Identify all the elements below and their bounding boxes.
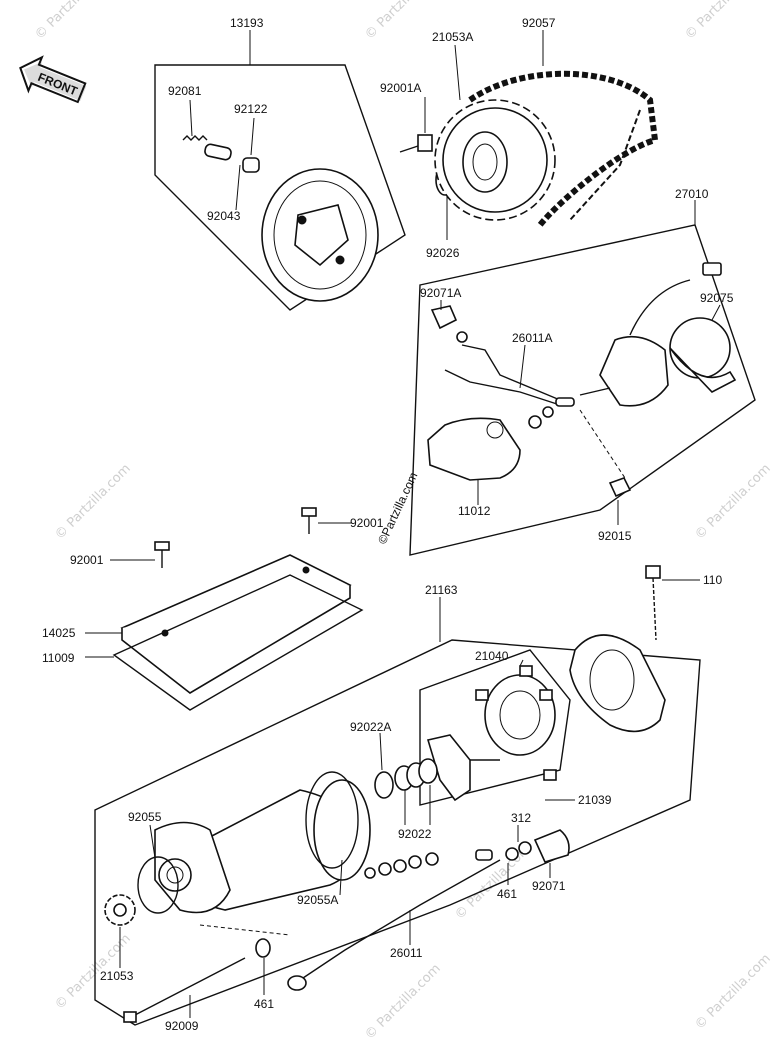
part-label: 21039: [578, 793, 612, 807]
part-label: 461: [254, 997, 274, 1011]
part-label: 92001: [350, 516, 384, 530]
bolt-110: [645, 565, 661, 641]
starter-motor-group: [94, 565, 701, 1026]
watermark-layer: © Partzilla.com © Partzilla.com © Partzi…: [32, 0, 774, 1043]
starter-motor-body: [154, 779, 371, 914]
part-label: 92075: [700, 291, 734, 305]
chain-92057: [468, 70, 659, 227]
brush-holder-21039: [426, 734, 500, 802]
watermark: © Partzilla.com: [52, 461, 134, 543]
part-label: 27010: [675, 187, 709, 201]
part-label: 14025: [42, 626, 76, 640]
watermark-center: ©Partzilla.com: [375, 470, 420, 546]
watermark: © Partzilla.com: [692, 461, 774, 543]
spring-92081: [182, 135, 208, 141]
part-label: 26011A: [512, 331, 552, 345]
part-label: 92055A: [297, 893, 338, 907]
part-label: 461: [497, 887, 517, 901]
part-label: 92001A: [380, 81, 421, 95]
part-label: 92122: [234, 102, 268, 116]
part-label: 21053A: [432, 30, 473, 44]
pinion-21053: [104, 894, 136, 926]
part-label: 92055: [128, 810, 162, 824]
part-label: 11012: [458, 504, 491, 518]
terminal-nuts: [364, 852, 439, 879]
part-label: 92026: [426, 246, 460, 260]
part-label: 26011: [390, 946, 423, 960]
starter-relay-group: [409, 200, 756, 556]
part-label: 92015: [598, 529, 632, 543]
starter-relay: [579, 262, 722, 407]
part-label: 11009: [42, 651, 75, 665]
part-label: 110: [703, 573, 722, 587]
part-label: 92009: [165, 1019, 199, 1033]
part-label: 21053: [100, 969, 134, 983]
part-label: 92071: [532, 879, 566, 893]
front-arrow-icon: FRONT: [19, 55, 87, 104]
watermark: © Partzilla.com: [32, 0, 114, 43]
part-label: 13193: [230, 16, 264, 30]
lead-26011: [287, 849, 501, 991]
end-cover: [569, 634, 666, 733]
sprocket-21053A: [434, 99, 556, 221]
part-label: 92001: [70, 553, 104, 567]
washer: [374, 771, 394, 799]
part-labels: 13193 92081 92122 92043 21053A 92057 920…: [42, 16, 734, 1033]
part-label: 92071A: [420, 286, 461, 300]
cover-gasket-group: [85, 507, 364, 711]
part-label: 21040: [475, 649, 509, 663]
side-cover-14025: [120, 554, 352, 694]
part-label: 21163: [425, 583, 458, 597]
bolt-92001: [301, 507, 317, 534]
cover-11012: [427, 417, 521, 481]
part-label: 92022: [398, 827, 432, 841]
relay-boot-92075: [669, 317, 737, 393]
watermark: © Partzilla.com: [692, 951, 774, 1033]
watermark: © Partzilla.com: [362, 961, 444, 1043]
part-label: 312: [511, 811, 531, 825]
part-label: 92022A: [350, 720, 391, 734]
bolt-92001: [154, 541, 170, 568]
part-label: 92081: [168, 84, 202, 98]
watermark: © Partzilla.com: [682, 0, 764, 43]
part-label: 92057: [522, 16, 556, 30]
sprocket-chain-group: [399, 30, 659, 240]
rotor-group: [154, 30, 406, 311]
through-bolt-92009: [123, 957, 246, 1023]
part-label: 92043: [207, 209, 241, 223]
